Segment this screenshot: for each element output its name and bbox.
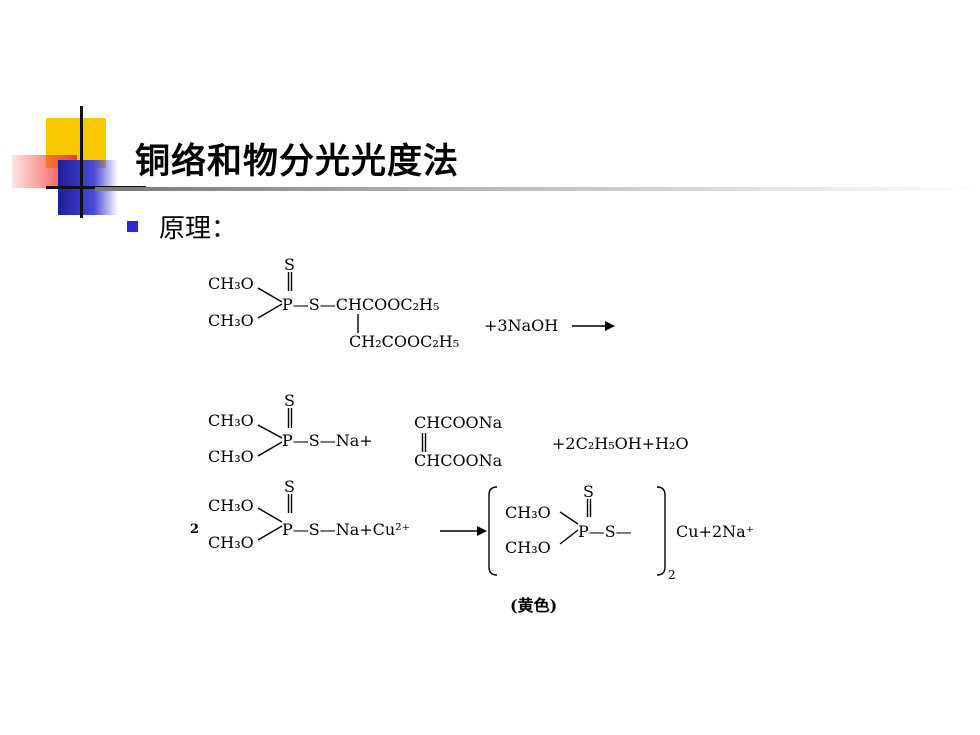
r3-complex-ps: P—S— <box>578 522 632 541</box>
r2-maleate-top: CHCOONa <box>414 413 503 432</box>
r1-chain-top: P—S—CHCOOC₂H₅ <box>282 295 439 314</box>
bullet-square-icon <box>127 221 138 232</box>
r3-complex-sulfur: S <box>583 482 594 501</box>
r3-ch3o-top: CH₃O <box>208 496 254 515</box>
r3-sulfur: S <box>284 477 295 496</box>
r3-subscript: 2 <box>668 568 676 582</box>
r1-chain-bottom: CH₂COOC₂H₅ <box>349 332 459 351</box>
r2-sulfur: S <box>284 391 295 410</box>
deco-vertical-line <box>80 106 83 218</box>
r3-sna: P—S—Na+Cu²⁺ <box>282 520 410 539</box>
title-underline <box>95 187 980 191</box>
r1-sulfur: S <box>284 255 295 274</box>
r2-ch3o-bottom: CH₃O <box>208 447 254 466</box>
bullet-text: 原理： <box>159 214 238 244</box>
r3-ch3o-bottom: CH₃O <box>208 533 254 552</box>
r3-products: Cu+2Na⁺ <box>676 522 754 541</box>
r3-complex-ch3o-top: CH₃O <box>505 503 551 522</box>
r3-complex-ch3o-bottom: CH₃O <box>505 538 551 557</box>
r2-sna: P—S—Na+ <box>282 431 373 450</box>
color-note: (黄色) <box>510 596 557 615</box>
r1-ch3o-bottom: CH₃O <box>208 311 254 330</box>
r2-maleate-bottom: CHCOONa <box>414 451 503 470</box>
r2-products: +2C₂H₅OH+H₂O <box>552 434 689 453</box>
r1-ch3o-top: CH₃O <box>208 274 254 293</box>
r1-reagent: +3NaOH <box>484 316 558 335</box>
r2-ch3o-top: CH₃O <box>208 411 254 430</box>
slide-title: 铜络和物分光光度法 <box>135 141 460 182</box>
r3-coefficient: 2 <box>190 522 199 537</box>
